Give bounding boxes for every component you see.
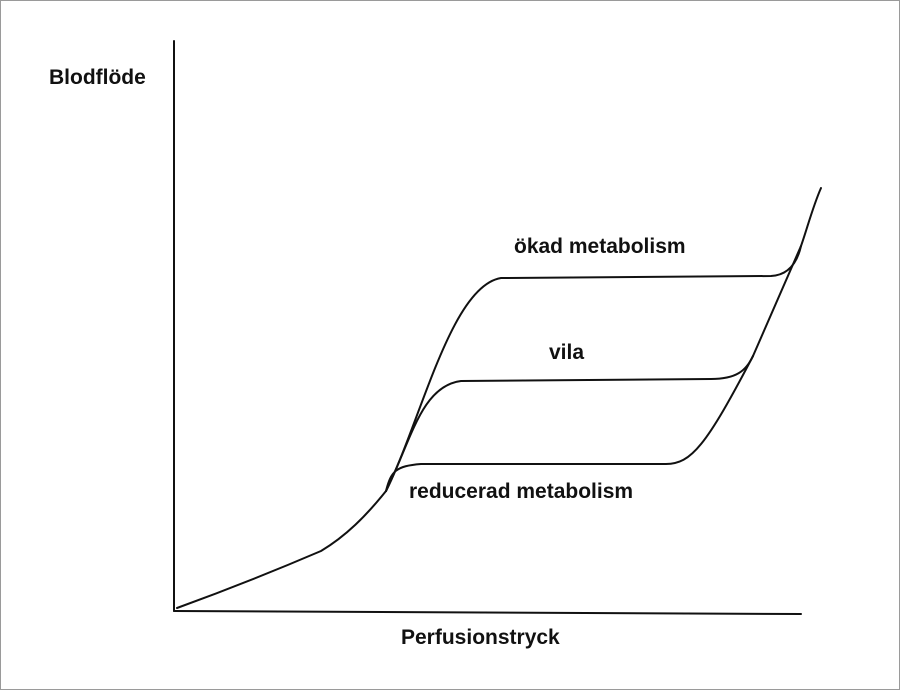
curve-label-okad-metabolism: ökad metabolism — [514, 235, 686, 258]
x-axis — [173, 610, 802, 615]
curve-okad-metabolism — [385, 245, 802, 492]
curve-vila — [385, 355, 754, 492]
curve-label-reducerad-metabolism: reducerad metabolism — [409, 480, 633, 503]
y-axis-label: Blodflöde — [49, 66, 146, 89]
shared-high-pressure-curve — [752, 187, 822, 357]
curve-label-vila: vila — [549, 341, 584, 364]
curve-reducerad-metabolism — [385, 355, 754, 492]
shared-low-pressure-curve — [176, 490, 387, 609]
x-axis-label: Perfusionstryck — [401, 626, 560, 649]
